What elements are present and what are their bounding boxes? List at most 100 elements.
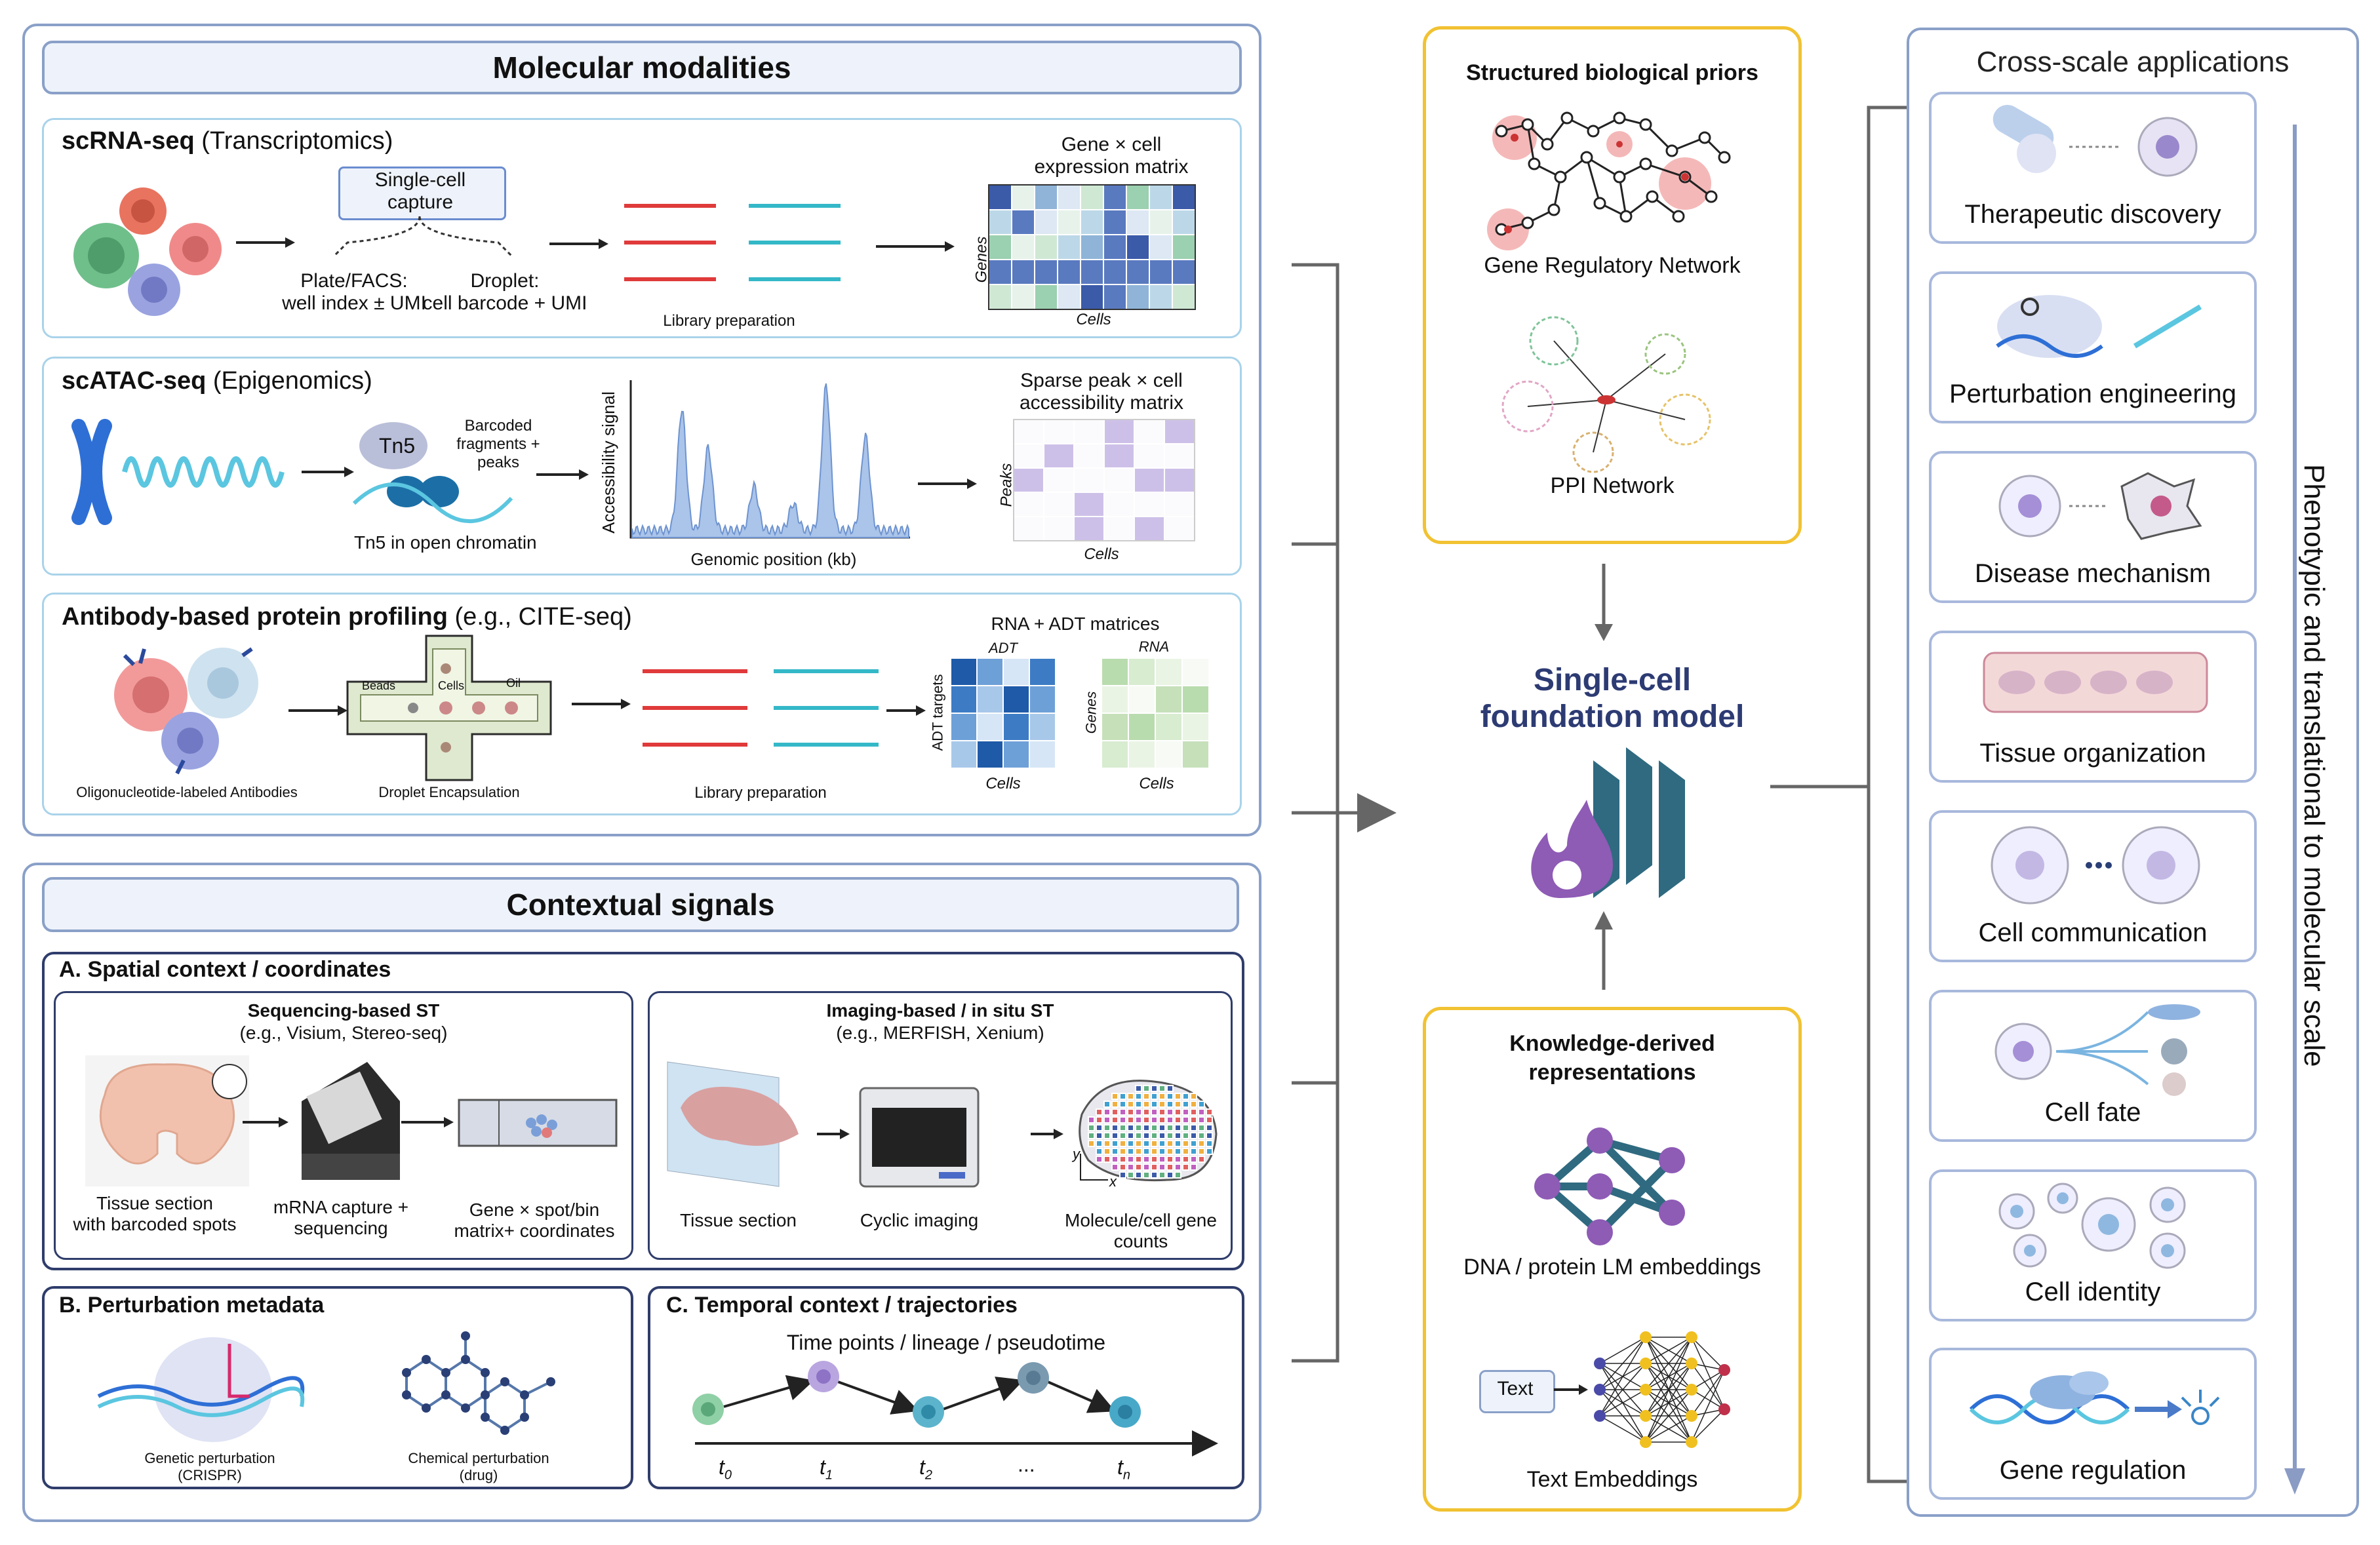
rna-cells-illustration [73, 187, 222, 316]
molecule-spot [1151, 1132, 1158, 1139]
molecule-spot [1103, 1140, 1111, 1147]
molecule-spot [1119, 1101, 1126, 1108]
matrix-cell [1155, 713, 1183, 741]
molecule-spot [1111, 1116, 1119, 1124]
matrix-cell [1080, 284, 1104, 310]
matrix-cell [950, 740, 978, 769]
molecule-spot [1135, 1093, 1142, 1100]
trajectory-illustration [692, 1361, 1218, 1457]
molecule-spot [1166, 1140, 1174, 1147]
molecule-spot [1127, 1148, 1134, 1155]
app-cell-identity: Cell identity [1929, 1169, 2257, 1321]
matrix-cell [1134, 419, 1165, 444]
network-node [1686, 1358, 1697, 1369]
matrix-cell [1073, 516, 1105, 541]
network-node [1640, 1358, 1652, 1369]
matrix-cell [1057, 184, 1081, 210]
spatial-title: A. Spatial context / coordinates [59, 957, 391, 982]
protein-arrow-1 [288, 705, 347, 716]
app-gene-regulation: Gene regulation [1929, 1348, 2257, 1500]
molecule-spot [1159, 1116, 1166, 1124]
molecule-spot [1182, 1124, 1189, 1131]
matrix-cell [976, 713, 1004, 741]
molecule-spot [1143, 1164, 1150, 1171]
matrix-cell [1164, 492, 1195, 517]
foundation-model-icon [1531, 747, 1685, 898]
barcoded-label: Barcoded fragments + peaks [456, 417, 540, 471]
atac-sparse-matrix [1013, 419, 1195, 541]
molecule-spot [1174, 1093, 1181, 1100]
matrix-cell [988, 184, 1012, 210]
molecule-spot [1143, 1140, 1150, 1147]
gene-spot-matrix-label: Gene × spot/bin matrix+ coordinates [454, 1200, 615, 1241]
molecule-spot [1166, 1164, 1174, 1171]
droplet-encapsulation-illustration [346, 635, 552, 781]
molecule-spot [1119, 1108, 1126, 1116]
scissors-dna-icon [1996, 295, 2202, 358]
molecule-spot [1135, 1108, 1142, 1116]
app-label: Therapeutic discovery [1964, 200, 2221, 229]
molecule-spot [1190, 1108, 1197, 1116]
molecule-spot [1143, 1171, 1150, 1179]
rna-expression-matrix [988, 184, 1196, 310]
matrix-cell [1164, 467, 1195, 493]
molecule-spot [1174, 1101, 1181, 1108]
molecule-spot [1143, 1156, 1150, 1163]
network-node [1640, 1384, 1652, 1396]
molecule-spot [1198, 1156, 1205, 1163]
matrix-cell [988, 234, 1012, 260]
matrix-cell [988, 284, 1012, 310]
app-tissue-organization: Tissue organization [1929, 631, 2257, 783]
matrix-cell [1134, 467, 1165, 493]
molecule-spot [1111, 1108, 1119, 1116]
molecule-spot [1111, 1124, 1119, 1131]
axis-x-label: x [1109, 1173, 1117, 1190]
matrix-cell [1013, 443, 1044, 469]
molecule-spot [1190, 1164, 1197, 1171]
molecule-spot [1198, 1132, 1205, 1139]
molecule-spot [1182, 1132, 1189, 1139]
matrix-cell [1057, 259, 1081, 285]
molecule-spot [1088, 1116, 1095, 1124]
molecule-spot [1103, 1116, 1111, 1124]
molecule-spot [1135, 1124, 1142, 1131]
matrix-cell [950, 713, 978, 741]
tn5-open-label: Tn5 in open chromatin [354, 532, 537, 553]
plate-facs-label: Plate/FACS: well index ± UMI [282, 270, 426, 314]
matrix-cell [1043, 443, 1075, 469]
molecule-spot [1206, 1140, 1213, 1147]
molecule-spot [1111, 1148, 1119, 1155]
matrix-cell [1034, 234, 1058, 260]
network-node [1686, 1384, 1697, 1396]
matrix-cell [988, 209, 1012, 235]
matrix-cell [1103, 284, 1127, 310]
molecule-spot [1151, 1101, 1158, 1108]
st-arrow-3 [817, 1129, 850, 1139]
app-disease-mechanism: Disease mechanism [1929, 451, 2257, 603]
molecule-map-illustration [1079, 1080, 1218, 1182]
matrix-cell [976, 685, 1004, 714]
molecule-spot [1151, 1171, 1158, 1179]
beads-label: Beads [362, 679, 396, 692]
molecule-spot [1096, 1108, 1103, 1116]
matrix-cell [1149, 284, 1173, 310]
temporal-box [648, 1286, 1244, 1489]
molecule-spot [1127, 1093, 1134, 1100]
molecule-spot [1182, 1148, 1189, 1155]
molecule-spot [1166, 1132, 1174, 1139]
molecule-spot [1143, 1108, 1150, 1116]
scatac-title: scATAC-seq (Epigenomics) [62, 367, 372, 395]
molecule-spot [1159, 1101, 1166, 1108]
molecule-spot [1127, 1164, 1134, 1171]
atac-cells-label: Cells [1084, 545, 1119, 563]
matrix-cell [1128, 740, 1156, 769]
imager-illustration [859, 1087, 980, 1188]
model-title: Single-cell foundation model [1480, 663, 1745, 734]
molecule-spot [1174, 1164, 1181, 1171]
matrix-cell [1057, 284, 1081, 310]
molecular-modalities-header: Molecular modalities [42, 41, 1242, 94]
molecule-spot [1088, 1140, 1095, 1147]
matrix-cell [1043, 516, 1075, 541]
t2-label: t2 [919, 1455, 933, 1483]
crispr-illustration [97, 1337, 305, 1442]
